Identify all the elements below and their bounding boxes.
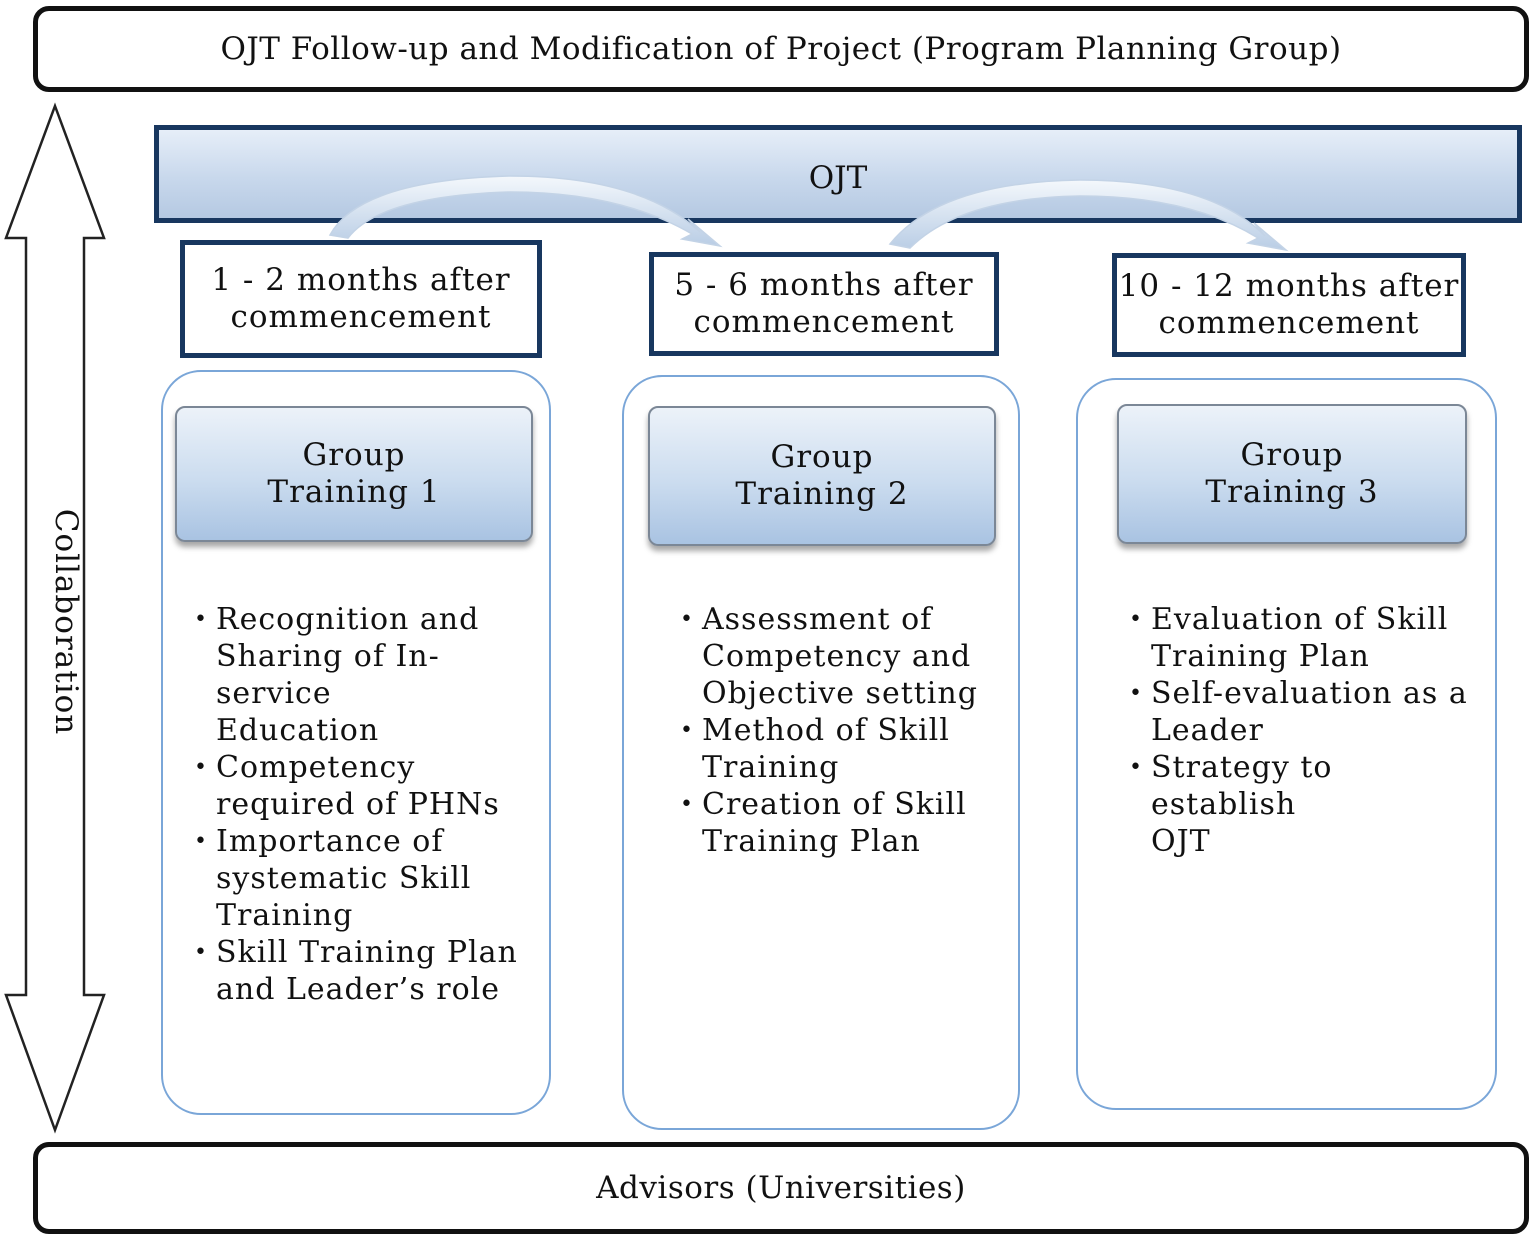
phase-1-topic-list: Recognition and Sharing of In-service Ed… — [194, 601, 546, 1008]
list-item-line: Strategy to establish — [1151, 750, 1333, 822]
group-training-2-line1: Group — [770, 438, 874, 475]
collaboration-label: Collaboration — [48, 508, 84, 736]
bottom-frame-label: Advisors (Universities) — [596, 1170, 966, 1206]
ojt-bar: OJT — [154, 125, 1522, 223]
phase-1-timing-line1: 1 - 2 months after — [211, 261, 511, 298]
curved-arrow-1 — [328, 175, 723, 248]
group-training-box-1: Group Training 1 — [175, 406, 533, 542]
group-training-box-2: Group Training 2 — [648, 406, 996, 546]
list-item-line: Evaluation of Skill — [1151, 602, 1449, 637]
list-item-line: Training — [702, 750, 840, 785]
list-item-line: Assessment of — [702, 602, 933, 637]
phase-3-timing-line1: 10 - 12 months after — [1118, 267, 1460, 304]
group-training-1-line1: Group — [302, 436, 406, 473]
list-item: Skill Training Plan and Leader’s role — [194, 934, 546, 1008]
group-training-2-line2: Training 2 — [735, 476, 909, 512]
list-item-line: required of PHNs — [216, 787, 500, 822]
list-item-line: OJT — [1151, 824, 1211, 859]
collaboration-double-arrow — [4, 102, 106, 1134]
top-frame-box: OJT Follow-up and Modification of Projec… — [33, 6, 1529, 92]
list-item-line: Competency — [216, 750, 416, 785]
transition-arrows — [328, 175, 1289, 252]
phase-box-1: 1 - 2 months after commencement — [180, 240, 542, 358]
top-frame-title: OJT Follow-up and Modification of Projec… — [220, 31, 1342, 67]
list-item-line: Method of Skill — [702, 713, 950, 748]
list-item: Importance of systematic Skill Training — [194, 823, 546, 934]
ojt-bar-label: OJT — [808, 160, 868, 196]
list-item-line: Training Plan — [702, 824, 921, 859]
phase-2-timing-line1: 5 - 6 months after — [674, 266, 974, 303]
list-item: Method of Skill Training — [680, 712, 1012, 786]
list-item: Creation of Skill Training Plan — [680, 786, 1012, 860]
list-item-line: Leader — [1151, 713, 1264, 748]
list-item: Self-evaluation as a Leader — [1129, 675, 1486, 749]
list-item: Recognition and Sharing of In-service Ed… — [194, 601, 546, 749]
phase-box-2: 5 - 6 months after commencement — [649, 252, 999, 356]
curved-arrow-2 — [888, 179, 1289, 252]
list-item: Competency required of PHNs — [194, 749, 546, 823]
list-item-line: Training — [216, 898, 354, 933]
phase-3-topic-list: Evaluation of Skill Training Plan Self-e… — [1129, 601, 1486, 860]
phase-box-3: 10 - 12 months after commencement — [1112, 253, 1466, 357]
phase-2-topic-list: Assessment of Competency and Objective s… — [680, 601, 1012, 860]
phase-1-timing-line2: commencement — [230, 299, 492, 335]
list-item: Evaluation of Skill Training Plan — [1129, 601, 1486, 675]
list-item-line: Training Plan — [1151, 639, 1370, 674]
list-item-line: Objective setting — [702, 676, 978, 711]
list-item-line: Skill Training Plan — [216, 935, 518, 970]
list-item-line: and Leader’s role — [216, 972, 501, 1007]
list-item-line: Sharing of In-service — [216, 639, 440, 711]
list-item-line: Education — [216, 713, 380, 748]
bottom-frame-box: Advisors (Universities) — [33, 1142, 1529, 1234]
group-training-1-line2: Training 1 — [267, 474, 441, 510]
double-arrow-shape — [4, 102, 106, 1134]
list-item: Assessment of Competency and Objective s… — [680, 601, 1012, 712]
list-item-line: Self-evaluation as a — [1151, 676, 1468, 711]
list-item-line: Recognition and — [216, 602, 480, 637]
list-item: Strategy to establish OJT — [1129, 749, 1486, 860]
list-item-line: systematic Skill — [216, 861, 472, 896]
list-item-line: Competency and — [702, 639, 972, 674]
group-training-box-3: Group Training 3 — [1117, 404, 1467, 544]
list-item-line: Importance of — [216, 824, 444, 859]
group-training-3-line1: Group — [1240, 436, 1344, 473]
group-training-3-line2: Training 3 — [1205, 474, 1379, 510]
phase-2-timing-line2: commencement — [693, 304, 955, 340]
phase-3-timing-line2: commencement — [1158, 305, 1420, 341]
list-item-line: Creation of Skill — [702, 787, 967, 822]
